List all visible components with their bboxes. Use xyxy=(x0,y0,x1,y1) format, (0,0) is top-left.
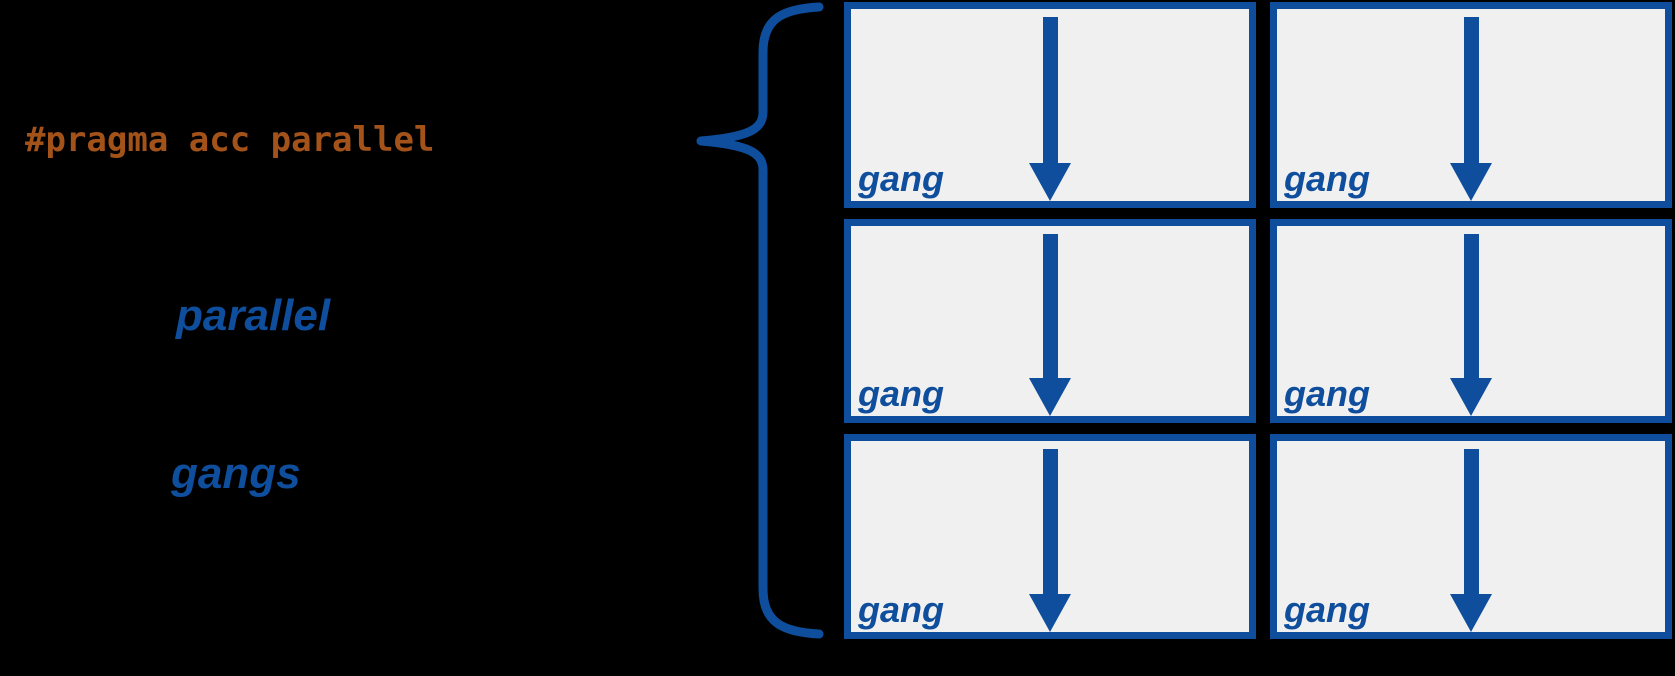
gang-grid: gang gang gang gang gang xyxy=(844,2,1672,639)
gang-label: gang xyxy=(858,158,944,200)
pragma-directive-text: #pragma acc parallel xyxy=(25,120,435,160)
gang-label: gang xyxy=(858,373,944,415)
down-arrow-icon xyxy=(1029,234,1071,416)
gang-cell: gang xyxy=(1270,434,1672,639)
gang-label: gang xyxy=(1284,589,1370,631)
gang-label: gang xyxy=(1284,373,1370,415)
gang-label: gang xyxy=(858,589,944,631)
gang-cell: gang xyxy=(1270,219,1672,423)
gang-cell: gang xyxy=(844,434,1256,639)
down-arrow-icon xyxy=(1450,17,1492,201)
gang-cell: gang xyxy=(1270,2,1672,208)
gang-cell: gang xyxy=(844,2,1256,208)
gang-cell: gang xyxy=(844,219,1256,423)
parallel-keyword: parallel xyxy=(176,291,331,340)
down-arrow-icon xyxy=(1450,449,1492,632)
gang-label: gang xyxy=(1284,158,1370,200)
gangs-keyword: gangs xyxy=(171,449,301,498)
down-arrow-icon xyxy=(1450,234,1492,416)
down-arrow-icon xyxy=(1029,449,1071,632)
down-arrow-icon xyxy=(1029,17,1071,201)
